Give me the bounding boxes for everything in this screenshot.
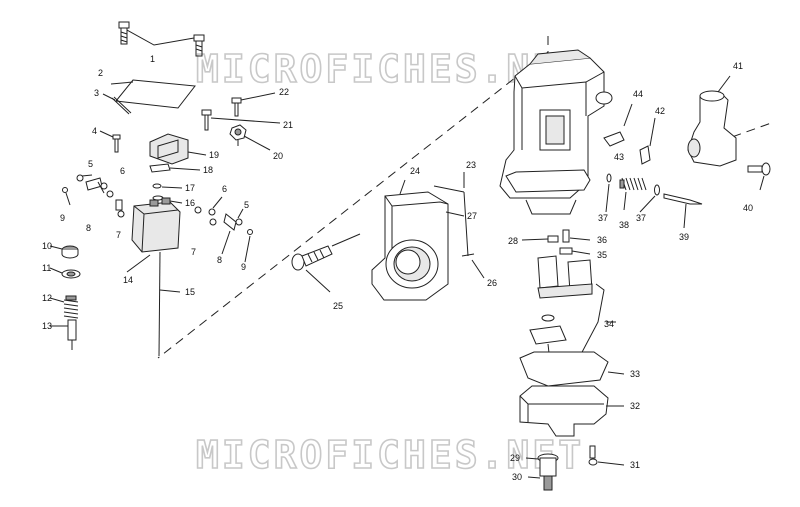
part-label: 5 [244, 200, 249, 210]
part-label: 8 [217, 255, 222, 265]
fitting-part-44 [603, 103, 633, 147]
part-label: 13 [42, 321, 52, 331]
assembly-guide-dashed-line [157, 36, 549, 359]
part-label: 24 [410, 166, 420, 176]
part-label: 23 [466, 160, 476, 170]
float-part-34 [537, 255, 616, 363]
part-label: 35 [597, 250, 607, 260]
part-label: 9 [241, 262, 246, 272]
lever-part-41 [687, 75, 737, 167]
plunger-part-13 [50, 319, 77, 350]
cap-part-10 [49, 245, 79, 259]
part-label: 22 [279, 87, 289, 97]
rod-part-26 [461, 191, 485, 279]
part-label: 14 [123, 275, 133, 285]
part-label: 41 [733, 61, 743, 71]
washer-part-37 [605, 183, 660, 213]
part-label: 28 [508, 236, 518, 246]
bracket-part-19 [149, 133, 207, 165]
part-labels: 1 2 3 4 5 5 6 6 7 7 8 8 9 9 10 11 12 13 … [42, 54, 753, 482]
watermark-bottom: MICROFICHES.NET [196, 433, 584, 477]
part-label: 25 [333, 301, 343, 311]
jets-part-28-35-36 [521, 229, 591, 255]
part-label: 37 [598, 213, 608, 223]
part-label: 16 [185, 198, 195, 208]
part-label: 5 [88, 159, 93, 169]
part-label: 42 [655, 106, 665, 116]
part-label: 34 [604, 319, 614, 329]
part-label: 6 [120, 166, 125, 176]
part-label: 21 [283, 120, 293, 130]
float-bowl-part-32 [519, 385, 624, 437]
drain-part-29-30 [525, 453, 559, 491]
screws-part-21-22 [201, 92, 281, 131]
screw-part-4 [99, 130, 121, 153]
part-label: 31 [630, 460, 640, 470]
part-label: 4 [92, 126, 97, 136]
cap-part-42 [639, 117, 656, 165]
part-label: 27 [467, 211, 477, 221]
needle-part-15 [158, 251, 181, 357]
small-parts-center [194, 196, 253, 263]
part-label: 20 [273, 151, 283, 161]
part-label: 6 [222, 184, 227, 194]
part-label: 19 [209, 150, 219, 160]
washer-part-43 [606, 173, 612, 183]
part-label: 44 [633, 89, 643, 99]
part-label: 17 [185, 183, 195, 193]
clip-part-18 [149, 163, 201, 173]
part-label: 12 [42, 293, 52, 303]
cover-plate-part-2 [115, 79, 196, 109]
part-label: 18 [203, 165, 213, 175]
part-label: 30 [512, 472, 522, 482]
gasket-part-33 [519, 351, 609, 387]
screw-part-40 [747, 162, 771, 191]
nut-part-11 [49, 267, 81, 279]
part-label: 2 [98, 68, 103, 78]
part-label: 33 [630, 369, 640, 379]
part-label: 43 [614, 152, 624, 162]
part-label: 1 [150, 54, 155, 64]
part-label: 10 [42, 241, 52, 251]
leader-2 [110, 81, 134, 85]
part-label: 7 [116, 230, 121, 240]
throttle-slide-part-14 [131, 197, 181, 253]
ring-part-17 [152, 183, 183, 189]
screw-pair-part-1 [118, 21, 205, 57]
part-label: 7 [191, 247, 196, 257]
leader-3 [102, 93, 116, 101]
part-label: 36 [597, 235, 607, 245]
part-label: 32 [630, 401, 640, 411]
small-parts-left [62, 174, 125, 218]
gasket-part-3 [111, 96, 132, 115]
pin-part-39 [663, 193, 703, 229]
part-label: 40 [743, 203, 753, 213]
screw-part-25 [291, 233, 361, 293]
part-label: 8 [86, 223, 91, 233]
part-label: 15 [185, 287, 195, 297]
nut-part-20 [229, 124, 271, 151]
part-label: 9 [60, 213, 65, 223]
part-label: 38 [619, 220, 629, 230]
part-label: 39 [679, 232, 689, 242]
part-label: 3 [94, 88, 99, 98]
leader-33 [607, 371, 625, 375]
carburetor-body [499, 49, 613, 215]
wire-part-23 [433, 172, 465, 217]
spring-part-12 [49, 295, 79, 319]
intake-boot-part-24 [371, 179, 449, 301]
part-label: 26 [487, 278, 497, 288]
part-label: 29 [510, 453, 520, 463]
part-label: 37 [636, 213, 646, 223]
screw-part-31 [588, 445, 625, 466]
leader-14 [126, 254, 151, 273]
part-label: 11 [42, 263, 51, 273]
spring-part-38 [619, 177, 647, 211]
